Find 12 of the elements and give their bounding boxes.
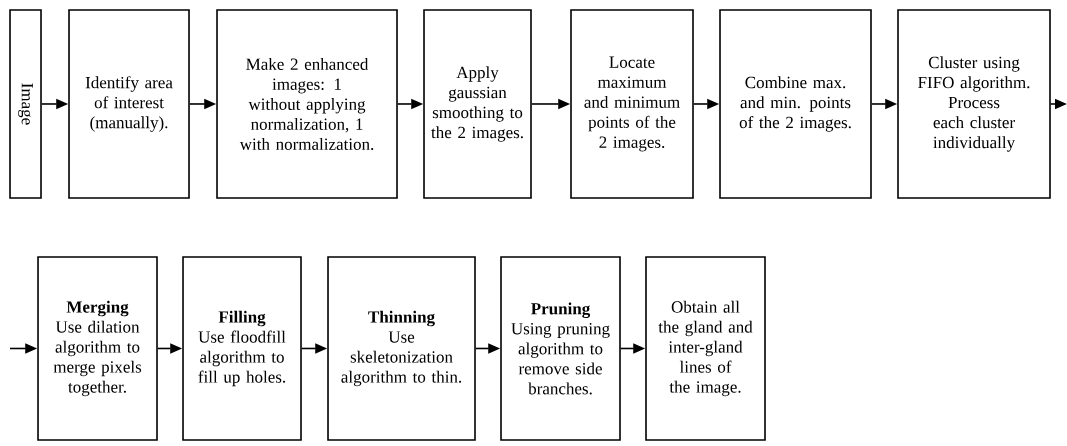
step-box: Obtain all the gland and inter-gland lines of the image. <box>645 256 766 441</box>
step-box: Identify area of interest (manually). <box>68 9 190 199</box>
step-box: Merging Use dilation algorithm to merge pixels together. <box>37 256 158 441</box>
step-box: Cluster using FIFO algorithm. Process each cluster individually <box>897 9 1051 199</box>
step-box: Filling Use floodfill algorithm to fill up holes. <box>182 256 302 441</box>
step-box: Apply gaussian smoothing to the 2 images. <box>423 9 532 199</box>
step-box: Locate maximum and minimum points of the 2 images. <box>570 9 694 199</box>
step-box: Thinning Use skeletonization algorithm to thin. <box>327 256 476 441</box>
step-box: Pruning Using pruning algorithm to remove side branches. <box>500 256 621 441</box>
step-box: Make 2 enhanced images: 1 without applying normalization, 1 with normalization. <box>216 9 398 199</box>
input-box: Image <box>9 9 42 199</box>
step-box: Combine max. and min. points of the 2 images. <box>719 9 872 199</box>
